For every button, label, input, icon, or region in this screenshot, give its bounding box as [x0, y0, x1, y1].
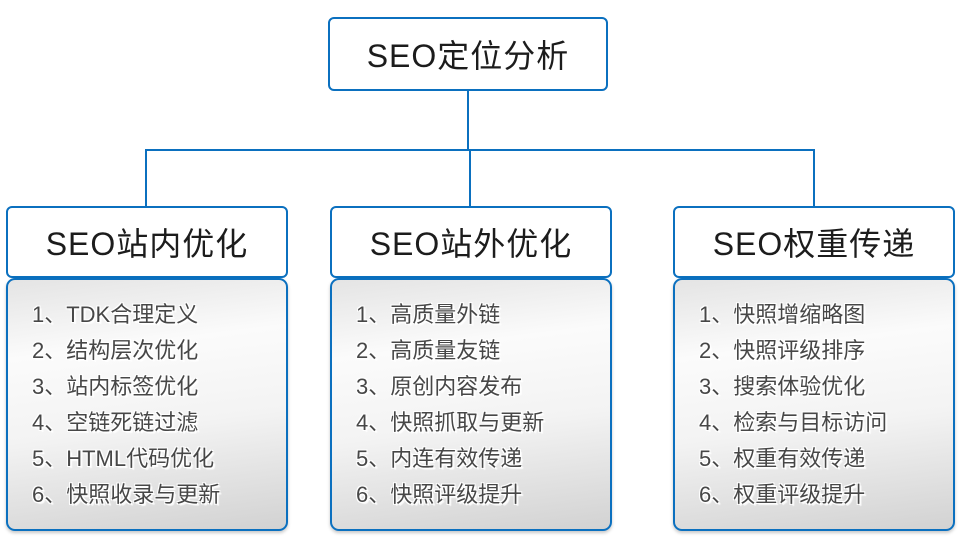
connector-left-vertical: [145, 149, 147, 207]
column-weight-list-box: 1、快照增缩略图 2、快照评级排序 3、搜索体验优化 4、检索与目标访问 5、权…: [673, 278, 955, 531]
list-item: 6、权重评级提升: [699, 482, 866, 507]
list-item: 2、高质量友链: [356, 338, 501, 363]
column-onsite-list-box: 1、TDK合理定义 2、结构层次优化 3、站内标签优化 4、空链死链过滤 5、H…: [6, 278, 288, 531]
list-item: 4、快照抓取与更新: [356, 410, 545, 435]
list-item: 6、快照评级提升: [356, 482, 523, 507]
list-item: 3、搜索体验优化: [699, 374, 866, 399]
list-item: 3、站内标签优化: [32, 374, 199, 399]
column-onsite-header-box: SEO站内优化: [6, 206, 288, 278]
list-item: 1、高质量外链: [356, 302, 501, 327]
root-node-title: SEO定位分析: [366, 38, 570, 74]
column-weight-header-box: SEO权重传递: [673, 206, 955, 278]
root-node: SEO定位分析: [328, 17, 608, 91]
column-offsite-list-box: 1、高质量外链 2、高质量友链 3、原创内容发布 4、快照抓取与更新 5、内连有…: [330, 278, 612, 531]
connector-right-vertical: [813, 149, 815, 207]
column-onsite-header-title: SEO站内优化: [45, 226, 249, 262]
list-item: 2、快照评级排序: [699, 338, 866, 363]
list-item: 1、TDK合理定义: [32, 302, 199, 327]
list-item: 6、快照收录与更新: [32, 482, 221, 507]
connector-horizontal: [145, 149, 815, 151]
list-item: 5、权重有效传递: [699, 446, 866, 471]
list-item: 3、原创内容发布: [356, 374, 523, 399]
list-item: 5、HTML代码优化: [32, 446, 215, 471]
column-weight-header-title: SEO权重传递: [712, 226, 916, 262]
list-item: 2、结构层次优化: [32, 338, 199, 363]
list-item: 5、内连有效传递: [356, 446, 523, 471]
list-item: 1、快照增缩略图: [699, 302, 866, 327]
list-item: 4、检索与目标访问: [699, 410, 888, 435]
list-item: 4、空链死链过滤: [32, 410, 199, 435]
connector-middle-vertical: [469, 149, 471, 207]
connector-root-vertical: [467, 91, 469, 151]
column-offsite-header-box: SEO站外优化: [330, 206, 612, 278]
column-offsite-header-title: SEO站外优化: [369, 226, 573, 262]
